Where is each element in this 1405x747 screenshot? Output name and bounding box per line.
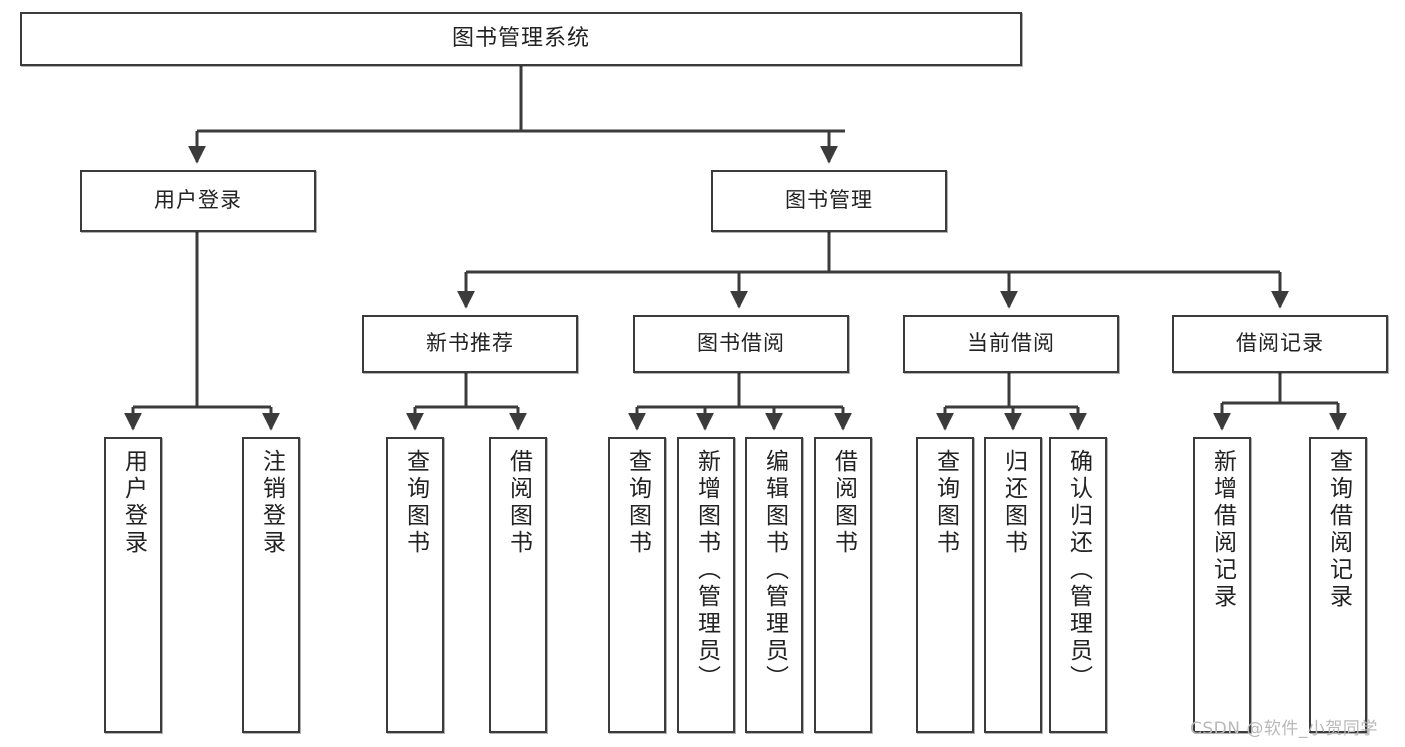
- node-label: 确认归还（管理员）: [1065, 449, 1092, 692]
- leaf-edit-book-admin[interactable]: 编辑图书（管理员）: [745, 437, 803, 733]
- node-label: 用户登录: [120, 449, 147, 557]
- leaf-logout[interactable]: 注销登录: [242, 437, 300, 733]
- node-label: 用户登录: [154, 188, 242, 213]
- leaf-query-book-borrow[interactable]: 查询图书: [608, 437, 666, 733]
- leaf-query-borrow-record[interactable]: 查询借阅记录: [1309, 437, 1367, 733]
- node-root-system[interactable]: 图书管理系统: [20, 12, 1022, 66]
- node-label: 当前借阅: [967, 331, 1055, 356]
- node-label: 查询图书: [932, 449, 959, 557]
- leaf-confirm-return-admin[interactable]: 确认归还（管理员）: [1049, 437, 1107, 733]
- node-label: 图书借阅: [697, 331, 785, 356]
- node-label: 新增图书（管理员）: [693, 449, 720, 692]
- leaf-add-borrow-record[interactable]: 新增借阅记录: [1193, 437, 1251, 733]
- leaf-borrow-book[interactable]: 借阅图书: [814, 437, 872, 733]
- node-label: 查询图书: [624, 449, 651, 557]
- node-label: 图书管理系统: [451, 25, 590, 51]
- node-label: 查询借阅记录: [1325, 449, 1352, 611]
- leaf-user-login[interactable]: 用户登录: [104, 437, 162, 733]
- node-label: 新增借阅记录: [1209, 449, 1236, 611]
- node-borrow-record[interactable]: 借阅记录: [1172, 315, 1388, 373]
- node-user-login[interactable]: 用户登录: [80, 170, 316, 232]
- leaf-add-book-admin[interactable]: 新增图书（管理员）: [677, 437, 735, 733]
- node-label: 借阅图书: [830, 449, 857, 557]
- node-label: 编辑图书（管理员）: [761, 449, 788, 692]
- leaf-query-book-current[interactable]: 查询图书: [916, 437, 974, 733]
- node-label: 归还图书: [1000, 449, 1027, 557]
- node-label: 图书管理: [785, 188, 873, 213]
- node-label: 借阅记录: [1236, 331, 1324, 356]
- leaf-return-book[interactable]: 归还图书: [984, 437, 1042, 733]
- node-label: 查询图书: [402, 449, 429, 557]
- node-label: 新书推荐: [426, 331, 514, 356]
- csdn-watermark: CSDN @软件_小贺同学: [1190, 719, 1378, 739]
- node-current-borrow[interactable]: 当前借阅: [903, 315, 1119, 373]
- node-book-borrow[interactable]: 图书借阅: [633, 315, 849, 373]
- node-new-book-recommendation[interactable]: 新书推荐: [362, 315, 578, 373]
- node-book-management[interactable]: 图书管理: [711, 170, 947, 232]
- leaf-query-book-recommendation[interactable]: 查询图书: [386, 437, 444, 733]
- leaf-borrow-book-recommendation[interactable]: 借阅图书: [489, 437, 547, 733]
- node-label: 注销登录: [258, 449, 285, 557]
- node-label: 借阅图书: [505, 449, 532, 557]
